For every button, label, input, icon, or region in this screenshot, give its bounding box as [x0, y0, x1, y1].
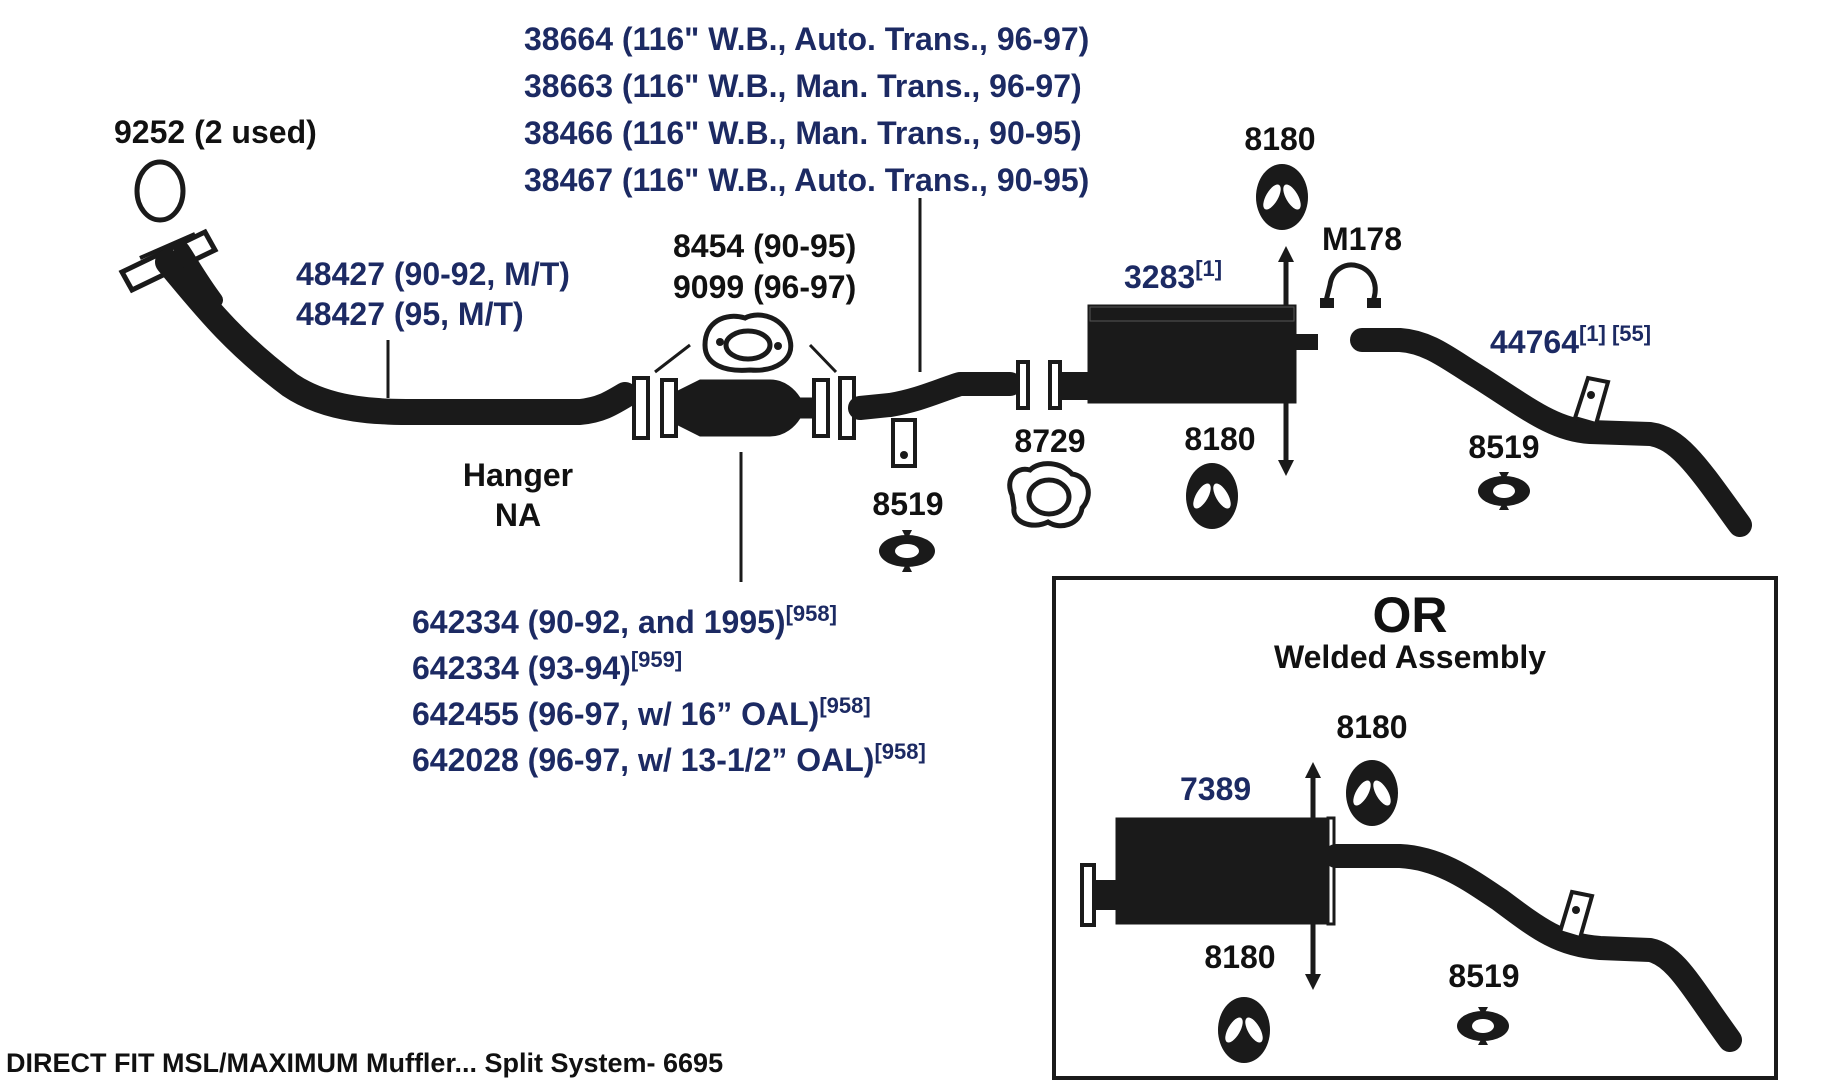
- muffler-flange-a: [1016, 360, 1030, 410]
- alt-subtitle: Welded Assembly: [1274, 639, 1546, 675]
- label-48427-b: 48427 (95, M/T): [296, 296, 524, 332]
- muffler-3283-note: [1]: [1195, 256, 1222, 281]
- gasket-leader-right: [808, 343, 838, 374]
- label-38467: 38467 (116" W.B., Auto. Trans., 90-95): [524, 162, 1089, 198]
- hanger-8519-left: [879, 530, 935, 572]
- alt-rubber-hanger-8180-bottom: [1218, 997, 1270, 1063]
- label-converter-3: 642455 (96-97, w/ 16” OAL)[958]: [412, 693, 871, 732]
- converter-3-note: [958]: [819, 693, 870, 718]
- label-8180-top: 8180: [1244, 121, 1315, 157]
- welded-tailpipe: [1324, 844, 1742, 1052]
- label-44764: 44764[1] [55]: [1490, 321, 1651, 360]
- alt-label-8180-top: 8180: [1336, 709, 1407, 745]
- catalytic-converter: [675, 379, 813, 437]
- alt-rubber-hanger-8180-top: [1346, 760, 1398, 826]
- label-3283: 3283[1]: [1124, 256, 1222, 295]
- hanger-8519-right: [1478, 472, 1530, 510]
- muffler-up-arrow: [1278, 246, 1294, 305]
- label-38664: 38664 (116" W.B., Auto. Trans., 96-97): [524, 21, 1089, 57]
- intermediate-pipe-38664: [848, 372, 1022, 420]
- converter-2-part: 642334 (93-94): [412, 650, 631, 686]
- label-9099: 9099 (96-97): [673, 269, 856, 305]
- label-48427-a: 48427 (90-92, M/T): [296, 256, 570, 292]
- alt-up-arrow: [1305, 762, 1321, 818]
- label-m178: M178: [1322, 221, 1402, 257]
- gasket-leader-left: [654, 343, 691, 374]
- label-9252: 9252 (2 used): [114, 114, 317, 150]
- flange-gasket-8454-9099: [702, 312, 794, 373]
- muffler-down-arrow: [1278, 403, 1294, 476]
- label-converter-2: 642334 (93-94)[959]: [412, 647, 682, 686]
- label-8519-left: 8519: [872, 486, 943, 522]
- alt-label-8180-bottom: 8180: [1204, 939, 1275, 975]
- tailpipe-hanger-bracket: [1572, 375, 1611, 427]
- label-8519-right: 8519: [1468, 429, 1539, 465]
- tailpipe-44764-part: 44764: [1490, 324, 1579, 360]
- label-8454: 8454 (90-95): [673, 228, 856, 264]
- clamp-m178: [1320, 262, 1381, 308]
- flange-right-inner: [812, 378, 830, 438]
- intermediate-pipe-hanger: [891, 418, 917, 468]
- tailpipe-44764: [1350, 328, 1752, 537]
- alt-label-7389: 7389: [1180, 771, 1251, 807]
- label-38466: 38466 (116" W.B., Man. Trans., 90-95): [524, 115, 1082, 151]
- converter-3-part: 642455 (96-97, w/ 16” OAL): [412, 696, 819, 732]
- muffler-flange-b: [1048, 360, 1062, 410]
- flange-left-outer: [632, 376, 650, 440]
- front-pipe-48427: [155, 249, 638, 425]
- converter-4-note: [958]: [874, 739, 925, 764]
- gasket-9252-ring: [134, 159, 186, 223]
- label-8180-bottom: 8180: [1184, 421, 1255, 457]
- alt-label-8519: 8519: [1448, 958, 1519, 994]
- rubber-hanger-8180-bottom: [1186, 463, 1238, 529]
- label-8729: 8729: [1014, 423, 1085, 459]
- welded-assembly-7389: [1080, 816, 1336, 927]
- flange-left-inner: [660, 378, 678, 438]
- alt-down-arrow: [1305, 924, 1321, 990]
- diagram-caption: DIRECT FIT MSL/MAXIMUM Muffler... Split …: [6, 1048, 723, 1078]
- muffler-3283: [1062, 304, 1318, 404]
- converter-4-part: 642028 (96-97, w/ 13-1/2” OAL): [412, 742, 874, 778]
- alt-hanger-8519: [1457, 1007, 1509, 1045]
- gasket-8729: [1007, 461, 1091, 529]
- front-pipe-second-leg: [174, 242, 223, 308]
- muffler-3283-part: 3283: [1124, 259, 1195, 295]
- converter-1-part: 642334 (90-92, and 1995): [412, 604, 786, 640]
- label-converter-4: 642028 (96-97, w/ 13-1/2” OAL)[958]: [412, 739, 926, 778]
- rubber-hanger-8180-top: [1256, 164, 1308, 230]
- label-38663: 38663 (116" W.B., Man. Trans., 96-97): [524, 68, 1082, 104]
- tailpipe-44764-note: [1] [55]: [1579, 321, 1651, 346]
- alt-title: OR: [1373, 587, 1448, 643]
- welded-tailpipe-bracket: [1557, 889, 1595, 941]
- converter-2-note: [959]: [631, 647, 682, 672]
- label-converter-1: 642334 (90-92, and 1995)[958]: [412, 601, 837, 640]
- converter-1-note: [958]: [786, 601, 837, 626]
- label-hanger-na: NA: [495, 497, 541, 533]
- label-hanger: Hanger: [463, 457, 573, 493]
